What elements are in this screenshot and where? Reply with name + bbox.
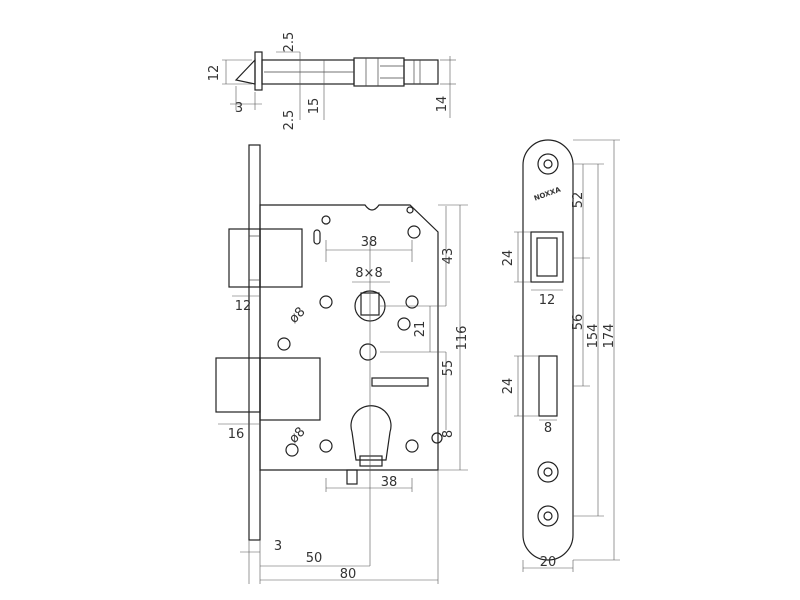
dim-top-15: 15 [307, 98, 322, 115]
lock-body-front-view [215, 144, 468, 584]
latch-top-view [222, 51, 456, 120]
dim-8x8: 8×8 [355, 266, 382, 281]
dim-116: 116 [455, 326, 470, 351]
plate-dim-154: 154 [586, 324, 601, 349]
dim-top-3: 3 [235, 101, 243, 116]
dim-43: 43 [441, 248, 456, 265]
dim-top-2-5-a: 2.5 [282, 32, 297, 53]
dim-top-14: 14 [435, 96, 450, 113]
plate-dim-20: 20 [540, 555, 557, 570]
plate-dim-8: 8 [544, 421, 552, 436]
dim-38-bottom: 38 [381, 475, 398, 490]
dim-8-small: 8 [441, 430, 456, 438]
plate-dim-52: 52 [571, 192, 586, 209]
dim-16: 16 [228, 427, 245, 442]
dim-top-12: 12 [207, 65, 222, 82]
dim-80: 80 [340, 567, 357, 582]
dim-50: 50 [306, 551, 323, 566]
plate-dim-12: 12 [539, 293, 556, 308]
dim-12-latch: 12 [235, 299, 252, 314]
dim-3-bottom: 3 [274, 539, 282, 554]
strike-plate [514, 139, 620, 572]
dim-21: 21 [413, 321, 428, 338]
dim-top-2-5-b: 2.5 [282, 110, 297, 131]
dim-dia-8-a: ø8 [286, 304, 308, 326]
plate-dim-24-b: 24 [501, 378, 516, 395]
dim-38-top: 38 [361, 235, 378, 250]
dim-55: 55 [441, 360, 456, 377]
plate-dim-24-a: 24 [501, 250, 516, 267]
plate-dim-56: 56 [571, 314, 586, 331]
dim-dia-8-b: ø8 [286, 424, 308, 446]
plate-dim-174: 174 [602, 324, 617, 349]
